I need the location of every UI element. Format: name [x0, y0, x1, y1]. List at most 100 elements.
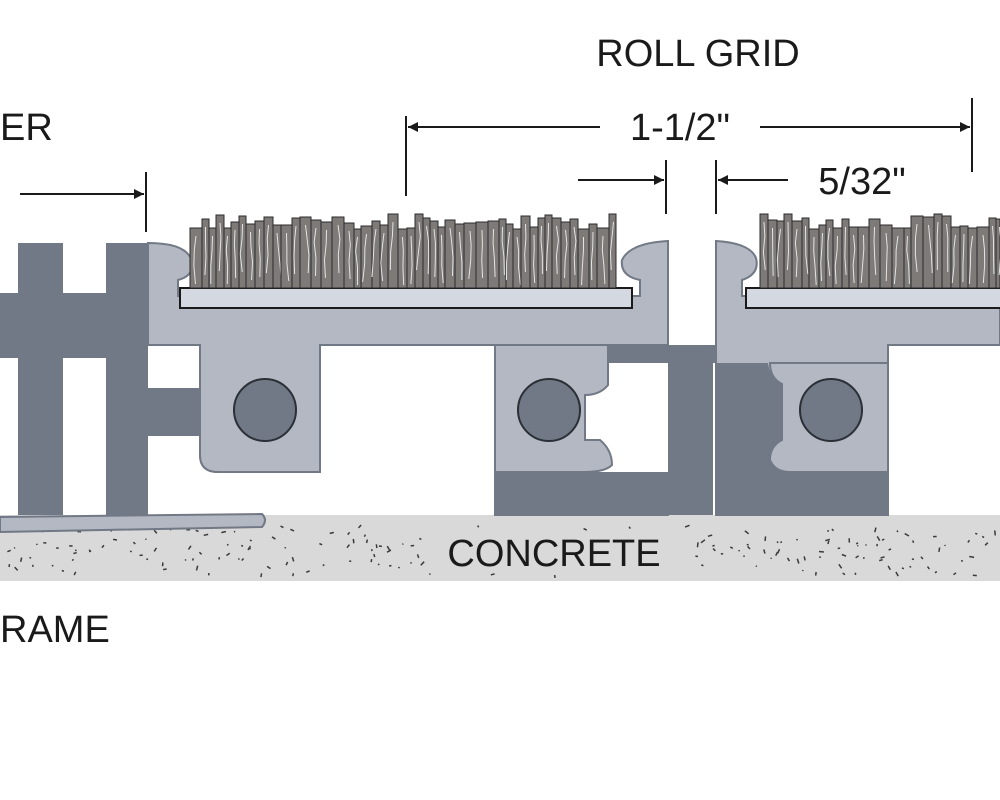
speckle	[7, 549, 12, 553]
bristle-highlight	[545, 222, 549, 272]
speckle	[71, 558, 74, 562]
hinge-pin-right	[799, 378, 863, 442]
speckle	[779, 541, 783, 544]
bristle-highlight	[590, 231, 594, 281]
speckle	[984, 542, 989, 546]
speckle	[363, 534, 366, 538]
speckle	[695, 555, 699, 558]
bristle-highlight	[293, 225, 297, 275]
speckle	[410, 544, 415, 547]
speckle	[707, 534, 713, 538]
speckle	[8, 564, 11, 568]
bristle-highlight	[426, 225, 430, 275]
speckle	[477, 525, 480, 528]
concrete-speckles	[7, 524, 997, 579]
speckle	[974, 532, 978, 535]
speckle	[292, 573, 295, 577]
bristle-highlight	[893, 235, 899, 285]
speckle	[876, 543, 878, 547]
speckle	[684, 524, 690, 528]
bristle-highlight	[380, 232, 385, 282]
speckle	[865, 544, 867, 546]
speckle	[386, 545, 391, 551]
speckle	[14, 566, 19, 571]
speckle	[410, 562, 412, 564]
speckle	[583, 527, 588, 531]
speckle	[291, 556, 295, 562]
speckle	[786, 557, 791, 562]
bristle-highlight	[873, 226, 877, 276]
speckle	[419, 537, 422, 541]
bristle-highlight	[305, 224, 310, 274]
speckle	[401, 543, 404, 545]
speckle	[162, 568, 167, 571]
speckle	[729, 546, 734, 549]
speckle	[901, 567, 905, 570]
bristle-highlight	[389, 221, 394, 271]
bristle-highlight	[834, 235, 838, 285]
speckle	[420, 561, 425, 566]
label-dimension-width: 1-1/2"	[630, 107, 730, 149]
speckle	[796, 538, 799, 541]
bristle-highlight	[481, 229, 484, 279]
speckle	[994, 530, 997, 536]
speckle	[776, 541, 779, 544]
brush-bristles-right	[759, 213, 1000, 289]
bristle-highlight	[982, 234, 986, 284]
bristle-highlight	[355, 236, 359, 286]
speckle	[933, 535, 937, 538]
speckle	[238, 558, 240, 560]
speckle	[153, 547, 158, 552]
speckle	[208, 573, 210, 576]
bristle-highlight	[505, 231, 510, 281]
bristle-highlight	[233, 229, 237, 279]
speckle	[357, 524, 362, 529]
speckle	[712, 544, 715, 547]
speckle	[280, 525, 284, 529]
speckle	[221, 530, 227, 534]
left-frame	[0, 243, 266, 534]
speckle	[920, 556, 924, 560]
speckle	[139, 554, 143, 557]
speckle	[831, 528, 835, 532]
speckle	[926, 566, 930, 570]
bristle-highlight	[844, 226, 847, 276]
speckle	[346, 544, 350, 549]
bristle-highlight	[968, 235, 973, 285]
bristle-highlight	[348, 230, 351, 280]
speckle	[934, 571, 938, 574]
speckle	[775, 551, 779, 556]
speckle	[837, 547, 841, 550]
bristle-highlight	[601, 235, 606, 285]
speckle	[88, 549, 91, 552]
speckle	[628, 526, 631, 529]
speckle	[377, 563, 380, 566]
bristle-highlight	[914, 223, 918, 273]
speckle	[378, 545, 382, 548]
speckle	[490, 573, 495, 576]
speckle	[187, 545, 192, 550]
bristle-highlight	[218, 222, 222, 272]
speckle	[375, 544, 378, 549]
speckle	[329, 531, 335, 535]
bristle-highlight	[540, 225, 543, 275]
speckle	[373, 553, 376, 558]
bristle-highlight	[362, 233, 367, 283]
speckle	[857, 545, 859, 547]
speckle	[416, 554, 420, 559]
speckle	[198, 551, 203, 555]
speckle	[972, 574, 977, 577]
brush-bristles-left	[189, 213, 617, 289]
bristle-highlight	[609, 221, 614, 271]
bristle-highlight	[992, 225, 995, 275]
speckle	[32, 564, 34, 567]
bristle-highlight	[885, 232, 888, 282]
bristle-highlight	[337, 224, 341, 274]
bristle-highlight	[210, 235, 213, 285]
label-partial-top-left: ER	[0, 107, 53, 149]
speckle	[241, 557, 245, 561]
bristle-highlight	[951, 234, 956, 284]
bristle-highlight	[258, 228, 261, 278]
speckle	[911, 558, 915, 561]
speckle	[841, 553, 847, 557]
